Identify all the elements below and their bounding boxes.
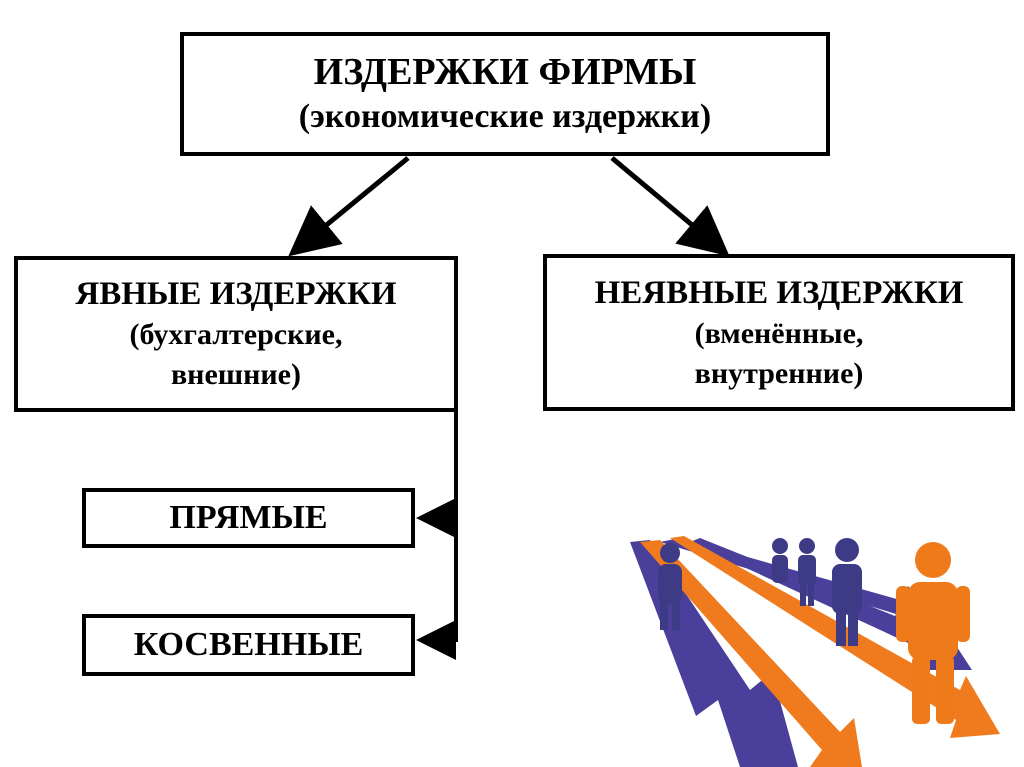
indirect-costs-box: КОСВЕННЫЕ: [82, 614, 415, 676]
direct-costs-label: ПРЯМЫЕ: [169, 499, 328, 536]
implicit-costs-title: НЕЯВНЫЕ ИЗДЕРЖКИ: [594, 274, 964, 311]
explicit-costs-box: ЯВНЫЕ ИЗДЕРЖКИ (бухгалтерские, внешние): [14, 256, 458, 412]
implicit-costs-box: НЕЯВНЫЕ ИЗДЕРЖКИ (вменённые, внутренние): [543, 254, 1015, 411]
direct-costs-box: ПРЯМЫЕ: [82, 488, 415, 548]
people-on-arrow-paths-icon: [630, 536, 1000, 767]
implicit-costs-line3: внутренние): [694, 356, 864, 390]
implicit-costs-line2: (вменённые,: [694, 316, 864, 350]
explicit-costs-line3: внешние): [170, 358, 301, 391]
firm-costs-box: ИЗДЕРЖКИ ФИРМЫ (экономические издержки): [180, 32, 830, 156]
arrow-to-explicit: [288, 156, 410, 257]
firm-costs-subtitle: (экономические издержки): [298, 98, 712, 135]
arrow-to-implicit: [610, 156, 730, 257]
explicit-costs-line2: (бухгалтерские,: [129, 318, 343, 351]
bracket-line: [440, 412, 458, 642]
indirect-costs-label: КОСВЕННЫЕ: [133, 626, 364, 663]
firm-costs-title: ИЗДЕРЖКИ ФИРМЫ: [313, 51, 697, 93]
explicit-costs-title: ЯВНЫЕ ИЗДЕРЖКИ: [75, 276, 397, 312]
